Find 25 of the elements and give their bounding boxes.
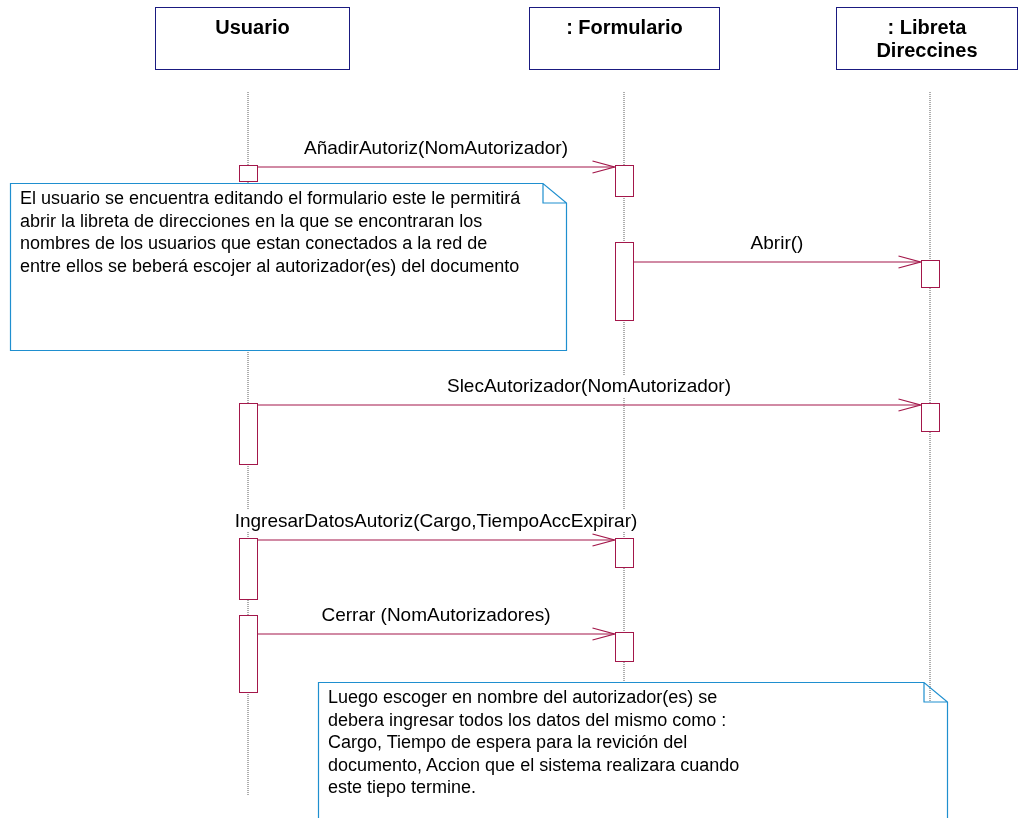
note [10, 183, 567, 351]
activation-bar [920, 260, 940, 288]
activation-bar [614, 538, 634, 568]
object-name: : Formulario [566, 16, 683, 40]
activation-bar [238, 403, 258, 465]
activation-bar [920, 403, 940, 432]
activation-bar [238, 165, 258, 182]
object-name: Usuario [215, 16, 290, 40]
message-arrow [632, 255, 922, 269]
note [318, 682, 948, 818]
activation-bar [614, 242, 634, 321]
activation-bar [238, 538, 258, 600]
lifeline-head [836, 7, 1018, 70]
message-arrow [256, 533, 616, 547]
activation-bar [238, 615, 258, 693]
lifeline-head [529, 7, 720, 70]
lifeline-head [155, 7, 350, 70]
object-name: : Libreta Direccines [875, 16, 979, 63]
note-text: El usuario se encuentra editando el formulario este le permitirá abrir la libreta de direcciones en la que se encontraran los nombres de los usuarios que estan conectados a la red de entre ellos se beberá escojer al autorizador(es) del documento [20, 187, 522, 277]
message-arrow [256, 398, 922, 412]
message-arrow [256, 627, 616, 641]
message-arrow [256, 160, 616, 174]
note-text: Luego escoger en nombre del autorizador(es) se debera ingresar todos los datos del mismo como : Cargo, Tiempo de espera para la revición del documento, Accion que el sistema realizara cuando este tiepo termine. [328, 686, 741, 799]
activation-bar [614, 165, 634, 197]
activation-bar [614, 632, 634, 662]
